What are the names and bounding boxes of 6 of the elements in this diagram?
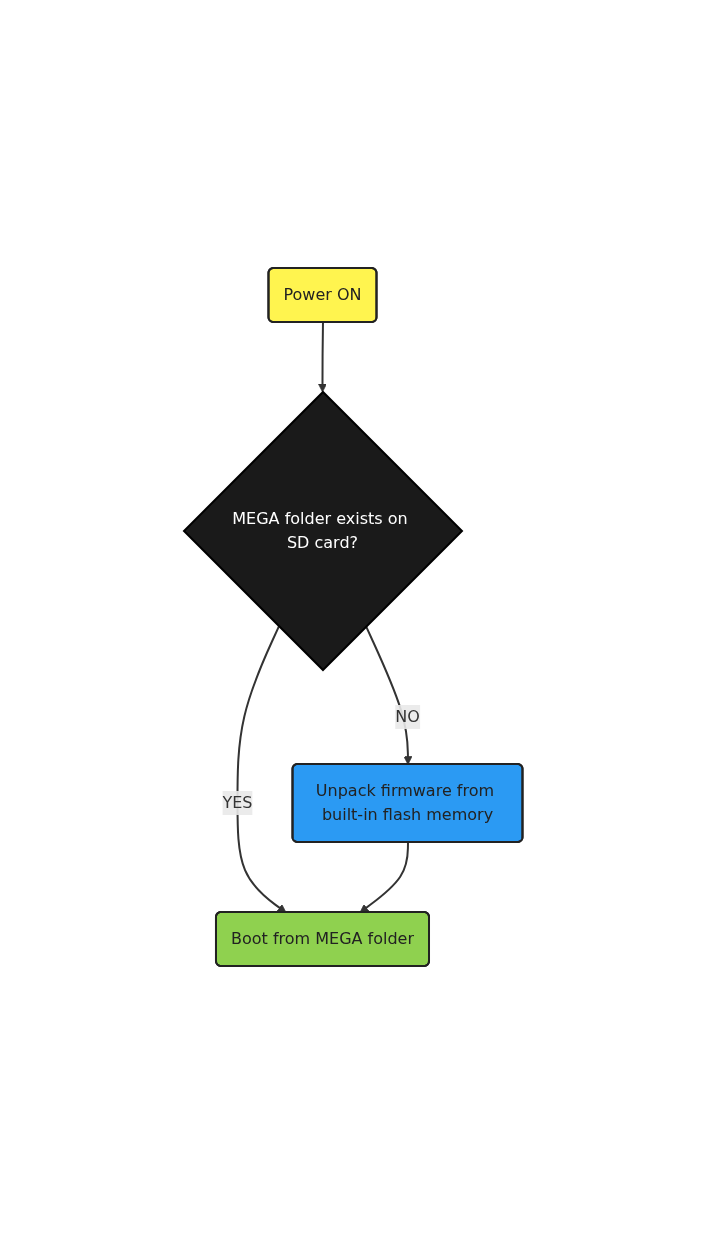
edge-label: YES	[222, 792, 253, 812]
arrow	[359, 841, 409, 913]
arrow	[236, 624, 287, 913]
arrow	[317, 321, 327, 392]
edge-label: NO	[394, 706, 420, 726]
node-diamond: MEGA folder exists on SD card?	[182, 390, 464, 671]
